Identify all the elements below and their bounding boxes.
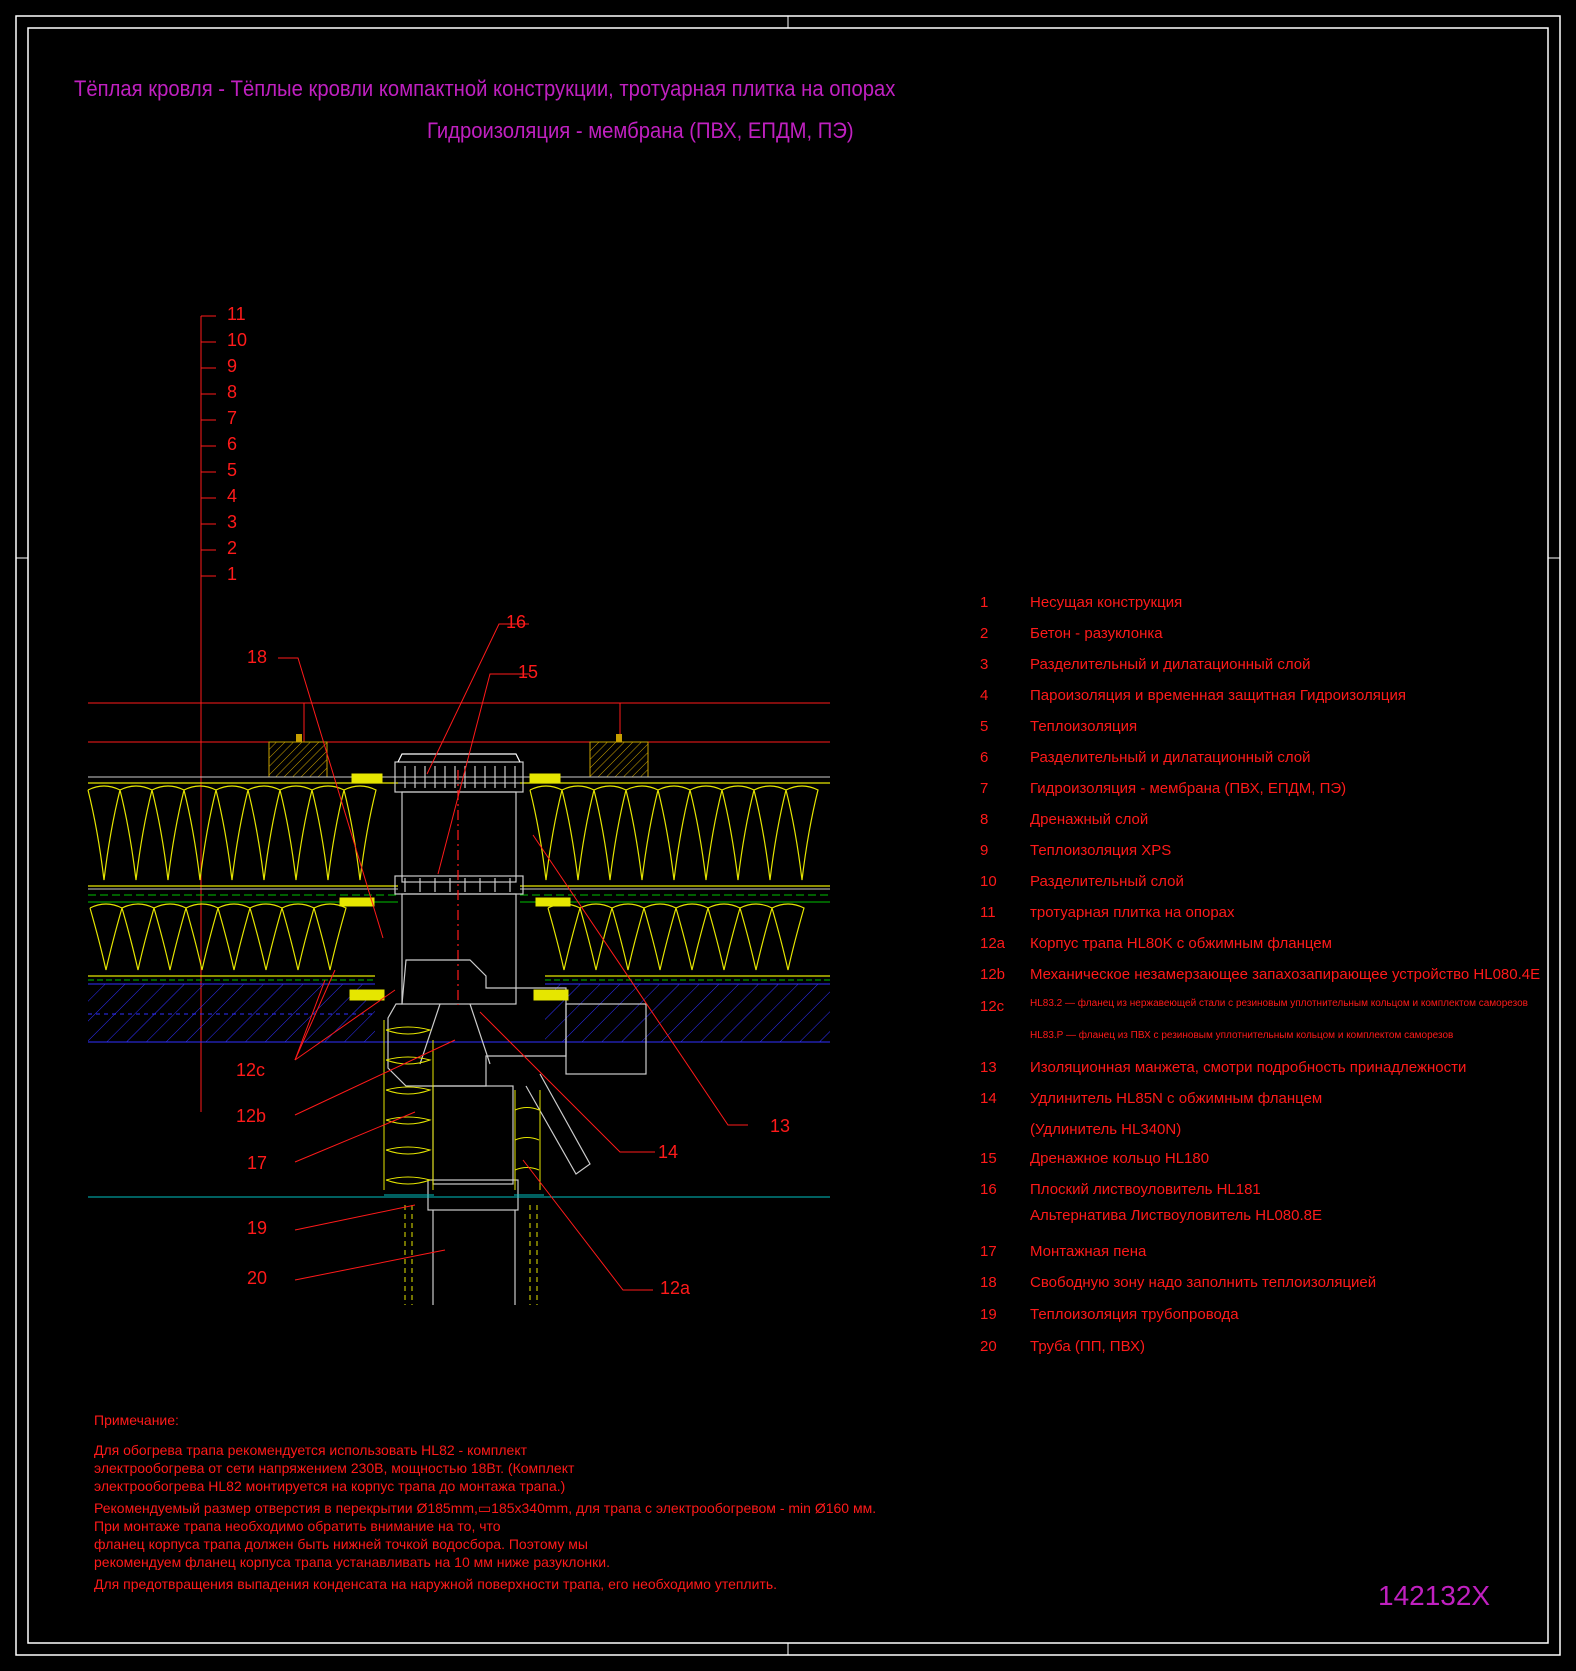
legend-text: Свободную зону надо заполнить теплоизоля…: [1030, 1274, 1377, 1291]
legend-number: 11: [980, 904, 996, 921]
callout-19: 19: [247, 1218, 268, 1238]
callout-18: 18: [247, 647, 268, 667]
callout-20: 20: [247, 1268, 268, 1288]
layer-scale-number: 11: [227, 304, 246, 324]
clamping-flanges: [339, 773, 571, 1001]
layer-scale-number: 9: [227, 356, 238, 376]
note-line: Рекомендуемый размер отверстия в перекры…: [94, 1500, 877, 1516]
legend-text: Механическое незамерзающее запахозапираю…: [1030, 966, 1541, 983]
legend-number: 6: [980, 749, 989, 766]
note-line: рекомендуем фланец корпуса трапа устанав…: [94, 1554, 610, 1570]
legend-number: 4: [980, 687, 989, 704]
drainage-layer: [88, 888, 830, 903]
note-line: При монтаже трапа необходимо обратить вн…: [94, 1518, 501, 1534]
layer-scale-number: 1: [227, 564, 238, 584]
tile-pedestals: [268, 734, 649, 778]
legend-number: 3: [980, 656, 989, 673]
pipe-lagging: [404, 1205, 538, 1305]
xps-insulation: [87, 782, 830, 887]
legend-text: Корпус трапа HL80K с обжимным фланцем: [1030, 935, 1332, 952]
drawing-title-line2: Гидроизоляция - мембрана (ПВХ, ЕПДМ, ПЭ): [427, 118, 854, 143]
layer-scale-number: 10: [227, 330, 248, 350]
note-line: Для обогрева трапа рекомендуется использ…: [94, 1442, 528, 1458]
callout-14: 14: [658, 1142, 679, 1162]
layer-scale-number: 8: [227, 382, 238, 402]
legend-text: Дренажное кольцо HL180: [1030, 1150, 1210, 1167]
legend-number: 9: [980, 842, 989, 859]
legend-text: Теплоизоляция XPS: [1030, 842, 1172, 859]
legend-text: Удлинитель HL85N с обжимным фланцем: [1030, 1090, 1323, 1107]
legend-text: Труба (ПП, ПВХ): [1030, 1338, 1145, 1355]
legend-number: 12b: [980, 966, 1006, 983]
legend-text: тротуарная плитка на опорах: [1030, 904, 1235, 921]
drain-body: [387, 753, 647, 1305]
legend-text: HL83.2 — фланец из нержавеющей стали с р…: [1030, 998, 1528, 1009]
layer-scale-number: 3: [227, 512, 238, 532]
drawing-title-line1: Тёплая кровля - Тёплые кровли компактной…: [74, 76, 896, 101]
thermal-insulation: [88, 903, 830, 977]
pipe-insulation: [383, 1020, 544, 1196]
note-line: электрообогрева HL82 монтируется на корп…: [94, 1478, 566, 1494]
drawing-code: 142132X: [1378, 1580, 1491, 1611]
legend-number: 12a: [980, 935, 1006, 952]
layer-scale-number: 5: [227, 460, 238, 480]
note-line: электрообогрева от сети напряжением 230В…: [94, 1460, 575, 1476]
callout-12a: 12a: [660, 1278, 691, 1298]
legend-text: Бетон - разуклонка: [1030, 625, 1163, 642]
layer-scale: [200, 315, 216, 1112]
layer-scale-number: 4: [227, 486, 238, 506]
legend-text: (Удлинитель HL340N): [1030, 1121, 1182, 1138]
callout-12c: 12c: [236, 1060, 266, 1080]
legend-number: 8: [980, 811, 989, 828]
legend-text: Теплоизоляция: [1030, 718, 1138, 735]
callout-15: 15: [518, 662, 539, 682]
legend-number: 1: [980, 594, 989, 611]
paving-tiles: [88, 702, 830, 743]
legend-number: 7: [980, 780, 989, 797]
separation-layer: [88, 776, 830, 784]
callout-16: 16: [506, 612, 527, 632]
legend-text: Разделительный и дилатационный слой: [1030, 656, 1311, 673]
legend-number: 15: [980, 1150, 997, 1167]
legend-text: Гидроизоляция - мембрана (ПВХ, ЕПДМ, ПЭ): [1030, 780, 1347, 797]
callout-17: 17: [247, 1153, 268, 1173]
leader-lines: [278, 623, 748, 1291]
legend-number: 16: [980, 1181, 997, 1198]
callout-12b: 12b: [236, 1106, 267, 1126]
legend-text: Несущая конструкция: [1030, 594, 1183, 611]
legend-number: 19: [980, 1306, 997, 1323]
layer-scale-number: 6: [227, 434, 238, 454]
legend-number: 2: [980, 625, 989, 642]
notes-heading: Примечание:: [94, 1412, 179, 1428]
legend-text: Изоляционная манжета, смотри подробность…: [1030, 1059, 1467, 1076]
legend-number: 5: [980, 718, 989, 735]
legend-text: Альтернатива Листвоуловитель HL080.8E: [1030, 1207, 1322, 1224]
legend-number: 20: [980, 1338, 997, 1355]
layer-scale-number: 7: [227, 408, 238, 428]
legend-number: 12c: [980, 998, 1005, 1015]
legend-text: Разделительный и дилатационный слой: [1030, 749, 1311, 766]
concrete-slope: [88, 983, 830, 1043]
layer-scale-number: 2: [227, 538, 238, 558]
note-line: фланец корпуса трапа должен быть нижней …: [94, 1536, 588, 1552]
legend-number: 14: [980, 1090, 997, 1107]
callout-13: 13: [770, 1116, 791, 1136]
legend-text: Дренажный слой: [1030, 811, 1149, 828]
notes-block: Примечание: Для обогрева трапа рекоменду…: [94, 1411, 876, 1593]
legend-number: 10: [980, 873, 997, 890]
legend-text: Плоский листвоуловитель HL181: [1030, 1181, 1261, 1198]
legend-text: Теплоизоляция трубопровода: [1030, 1306, 1239, 1323]
legend-text: HL83.P — фланец из ПВХ с резиновым уплот…: [1030, 1030, 1454, 1041]
note-line: Для предотвращения выпадения конденсата …: [94, 1576, 778, 1592]
legend-number: 17: [980, 1243, 997, 1260]
legend-text: Монтажная пена: [1030, 1243, 1147, 1260]
legend-text: Пароизоляция и временная защитная Гидрои…: [1030, 687, 1406, 704]
legend-number: 13: [980, 1059, 997, 1076]
legend-text: Разделительный слой: [1030, 873, 1184, 890]
legend-number: 18: [980, 1274, 997, 1291]
